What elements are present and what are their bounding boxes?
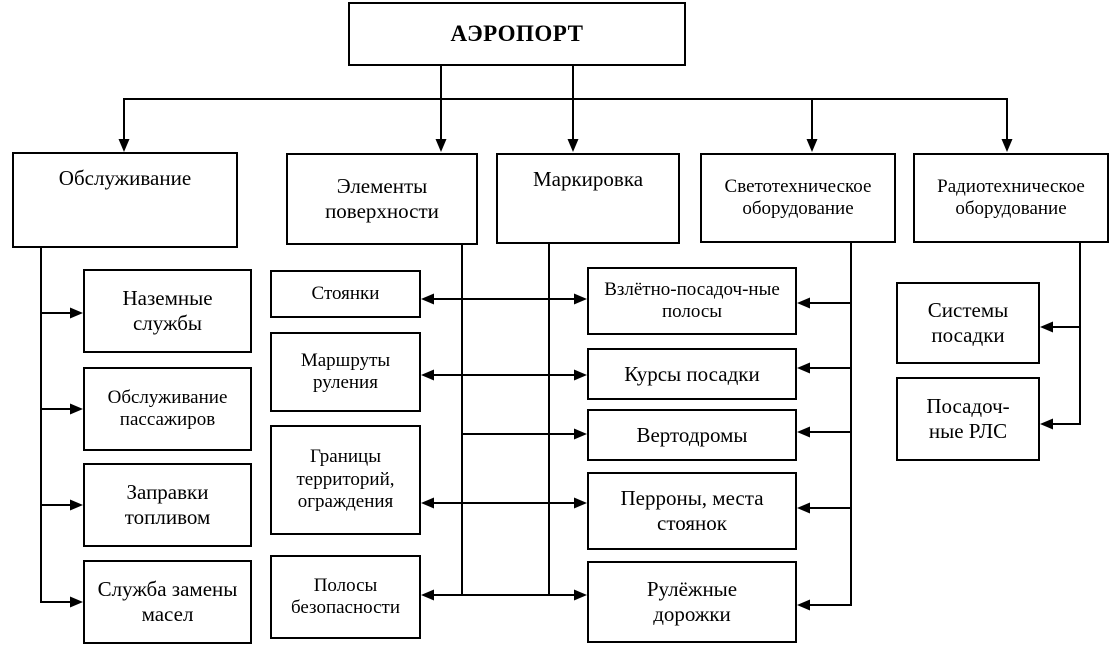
radio-item-landing-radars: Посадоч-ные РЛС	[896, 377, 1040, 461]
surface-item-label: Маршруты руления	[300, 349, 391, 393]
arrowhead	[421, 293, 434, 305]
arrowhead	[574, 497, 587, 509]
category-service: Обслуживание	[12, 152, 238, 248]
surface-item-stands: Стоянки	[270, 270, 421, 318]
arrowhead	[1040, 321, 1053, 333]
arrowhead	[797, 502, 810, 514]
surface-item-safety-strips: Полосы безопасности	[270, 555, 421, 639]
arrowhead	[567, 139, 579, 152]
arrowhead	[797, 599, 810, 611]
category-marking-label: Маркировка	[532, 167, 644, 191]
radio-item-landing-systems: Системы посадки	[896, 282, 1040, 364]
category-radio-equipment: Радиотехническое оборудование	[913, 153, 1109, 243]
category-surface-elements: Элементы поверхности	[286, 153, 478, 245]
category-radio-label: Радиотехническое оборудование	[937, 175, 1085, 219]
category-marking: Маркировка	[496, 153, 680, 244]
marking-item-runways: Взлётно-посадоч-ные полосы	[587, 267, 797, 335]
arrowhead	[574, 293, 587, 305]
arrowhead	[806, 139, 818, 152]
arrowhead	[797, 426, 810, 438]
arrowhead	[797, 362, 810, 374]
radio-item-label: Посадоч-ные РЛС	[926, 394, 1010, 443]
arrowhead	[574, 369, 587, 381]
marking-item-label: Перроны, места стоянок	[620, 486, 764, 535]
category-service-label: Обслуживание	[58, 166, 192, 190]
arrowhead	[118, 139, 130, 152]
surface-item-taxi-routes: Маршруты руления	[270, 332, 421, 412]
root-node-airport: АЭРОПОРТ	[348, 2, 686, 66]
service-item-label: Обслуживание пассажиров	[107, 386, 228, 430]
service-item-label: Наземные службы	[122, 286, 213, 335]
marking-item-landing-courses: Курсы посадки	[587, 348, 797, 400]
service-item-fuel-stations: Заправки топливом	[83, 463, 252, 547]
arrowhead	[70, 596, 83, 608]
marking-item-label: Взлётно-посадоч-ные полосы	[604, 278, 780, 322]
arrowhead	[421, 589, 434, 601]
arrowhead	[421, 369, 434, 381]
service-item-label: Заправки топливом	[124, 480, 211, 529]
surface-item-label: Границы территорий, ограждения	[296, 446, 395, 513]
surface-item-label: Стоянки	[311, 282, 380, 304]
marking-item-taxiways: Рулёжные дорожки	[587, 561, 797, 643]
category-lighting-equipment: Светотехническое оборудование	[700, 153, 896, 243]
arrowhead	[574, 428, 587, 440]
radio-item-label: Системы посадки	[927, 298, 1009, 347]
service-item-ground-services: Наземные службы	[83, 269, 252, 353]
arrowhead	[70, 307, 83, 319]
category-lighting-label: Светотехническое оборудование	[724, 175, 872, 219]
arrowhead	[574, 589, 587, 601]
marking-item-label: Рулёжные дорожки	[646, 577, 738, 626]
arrowhead	[1001, 139, 1013, 152]
marking-item-label: Курсы посадки	[624, 361, 760, 386]
marking-item-aprons: Перроны, места стоянок	[587, 472, 797, 550]
arrowhead	[70, 403, 83, 415]
service-item-passenger-service: Обслуживание пассажиров	[83, 367, 252, 451]
arrowhead	[70, 499, 83, 511]
arrowhead	[1040, 418, 1053, 430]
surface-item-label: Полосы безопасности	[290, 574, 401, 618]
marking-item-label: Вертодромы	[636, 422, 748, 447]
arrowhead	[421, 497, 434, 509]
arrowhead	[435, 139, 447, 152]
arrowhead	[797, 297, 810, 309]
category-surface-label: Элементы поверхности	[325, 174, 439, 223]
root-label: АЭРОПОРТ	[450, 21, 584, 47]
surface-item-boundaries: Границы территорий, ограждения	[270, 425, 421, 535]
service-item-oil-change: Служба замены масел	[83, 560, 252, 644]
service-item-label: Служба замены масел	[97, 577, 238, 626]
marking-item-heliports: Вертодромы	[587, 409, 797, 461]
